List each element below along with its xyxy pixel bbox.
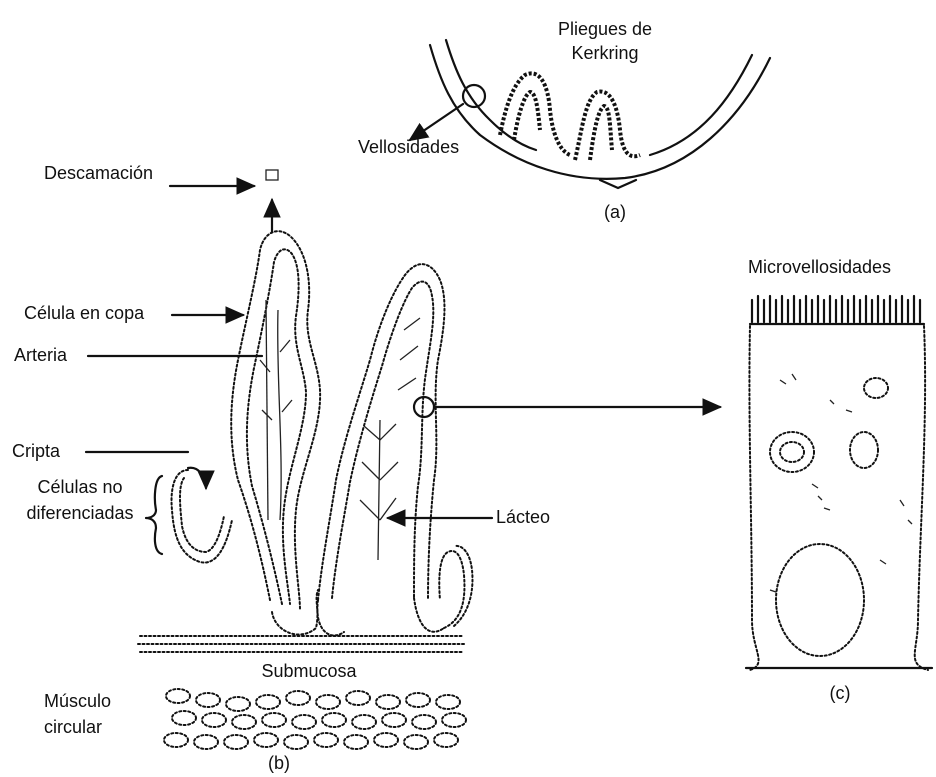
caption-c: (c)	[815, 682, 865, 704]
celulas-no-label-line2: diferenciadas	[16, 502, 144, 524]
shed-cell-icon	[266, 170, 278, 180]
epithelial-cell-drawing	[746, 296, 932, 670]
descamacion-label: Descamación	[44, 162, 153, 184]
undifferentiated-bracket	[146, 476, 162, 554]
submucosa-label: Submucosa	[244, 660, 374, 682]
caption-a: (a)	[590, 201, 640, 223]
lacteo-label: Lácteo	[496, 506, 550, 528]
left-villus	[231, 231, 320, 634]
kerkring-title-line1: Pliegues de	[520, 18, 690, 40]
vellosidades-label: Vellosidades	[358, 136, 459, 158]
right-crypt	[439, 546, 472, 628]
cripta-label: Cripta	[12, 440, 60, 462]
villi-highlight-circle	[463, 85, 485, 107]
celulas-no-label-line1: Células no	[16, 476, 144, 498]
submucosa-band	[138, 636, 464, 652]
musculo-label-line1: Músculo	[44, 690, 111, 712]
caption-b: (b)	[254, 752, 304, 774]
villi-pointer-arrow	[410, 104, 463, 140]
arteria-label: Arteria	[14, 344, 67, 366]
microvellosidades-label: Microvellosidades	[748, 256, 891, 278]
right-villus	[317, 264, 444, 635]
celula-copa-label: Célula en copa	[24, 302, 144, 324]
musculo-label-line2: circular	[44, 716, 102, 738]
cell-highlight-circle	[414, 397, 434, 417]
circular-muscle	[164, 689, 466, 749]
kerkring-title-line2: Kerkring	[520, 42, 690, 64]
left-crypt	[172, 468, 232, 563]
